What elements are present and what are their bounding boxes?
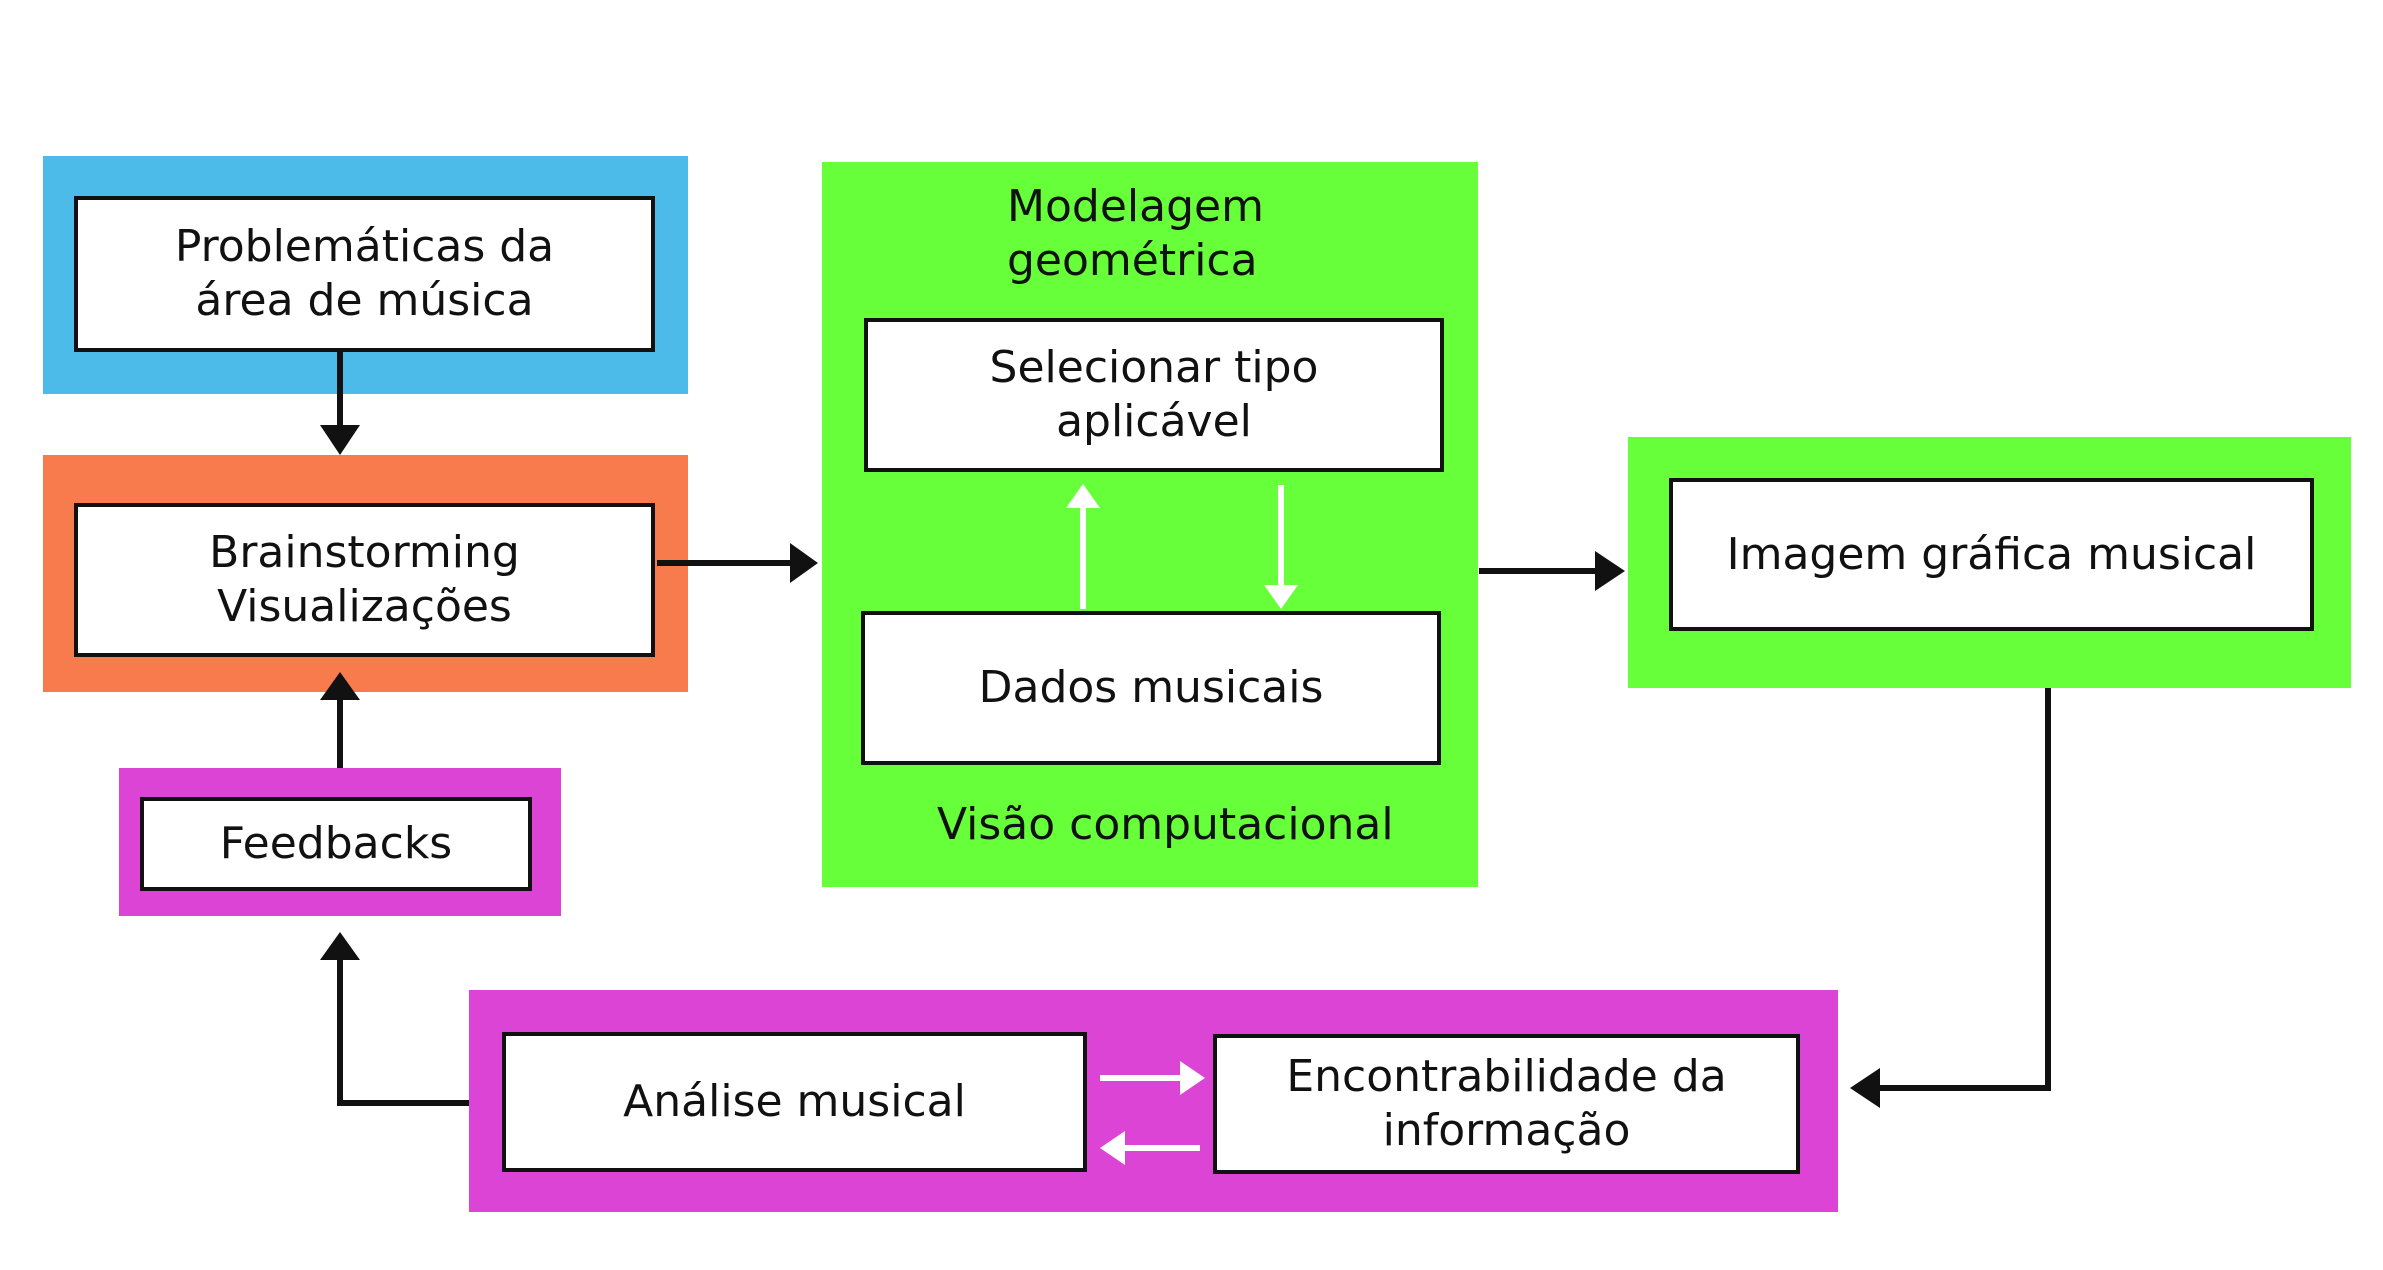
problematicas-line2: área de música — [195, 275, 534, 326]
problematicas-line1: Problemáticas da — [174, 221, 555, 272]
dados-label: Dados musicais — [978, 662, 1324, 713]
dados-node: Dados musicais — [861, 611, 1441, 765]
imagem-label: Imagem gráfica musical — [1726, 528, 2257, 580]
analise-label: Análise musical — [623, 1076, 966, 1127]
feedbacks-label: Feedbacks — [219, 818, 453, 869]
modelagem-line2: geométrica — [1007, 235, 1258, 286]
selecionar-line1: Selecionar tipo — [989, 342, 1319, 393]
modelagem-panel — [822, 162, 1478, 887]
imagem-node: Imagem gráfica musical — [1669, 478, 2314, 631]
arrow-brainstorming-to-modelagem — [657, 543, 818, 583]
arrow-dados-to-selecionar — [1066, 484, 1100, 609]
arrow-encontrabilidade-to-analise — [1100, 1131, 1200, 1165]
arrow-modelagem-to-imagem — [1479, 551, 1625, 591]
arrow-problematicas-to-brainstorming — [320, 352, 360, 455]
modelagem-caption: Modelagem geométrica — [1007, 180, 1264, 288]
problematicas-node: Problemáticas da área de música — [74, 196, 655, 352]
arrow-selecionar-to-dados — [1264, 485, 1298, 609]
brainstorming-line1: Brainstorming — [209, 527, 520, 578]
selecionar-node: Selecionar tipo aplicável — [864, 318, 1444, 472]
encontrabilidade-node: Encontrabilidade da informação — [1213, 1034, 1800, 1174]
feedbacks-node: Feedbacks — [140, 797, 532, 891]
encontrabilidade-line2: informação — [1382, 1105, 1631, 1156]
brainstorming-node: Brainstorming Visualizações — [74, 503, 655, 657]
arrow-analise-to-feedbacks — [320, 932, 469, 1106]
arrow-feedbacks-to-brainstorming — [320, 672, 360, 768]
encontrabilidade-line1: Encontrabilidade da — [1286, 1051, 1727, 1102]
modelagem-line1: Modelagem — [1007, 181, 1264, 232]
brainstorming-line2: Visualizações — [217, 581, 512, 632]
analise-node: Análise musical — [502, 1032, 1087, 1172]
arrow-analise-to-encontrabilidade — [1100, 1061, 1205, 1095]
visao-caption: Visão computacional — [937, 799, 1394, 850]
selecionar-line2: aplicável — [1056, 396, 1252, 447]
arrow-imagem-to-analise — [1850, 688, 2051, 1108]
